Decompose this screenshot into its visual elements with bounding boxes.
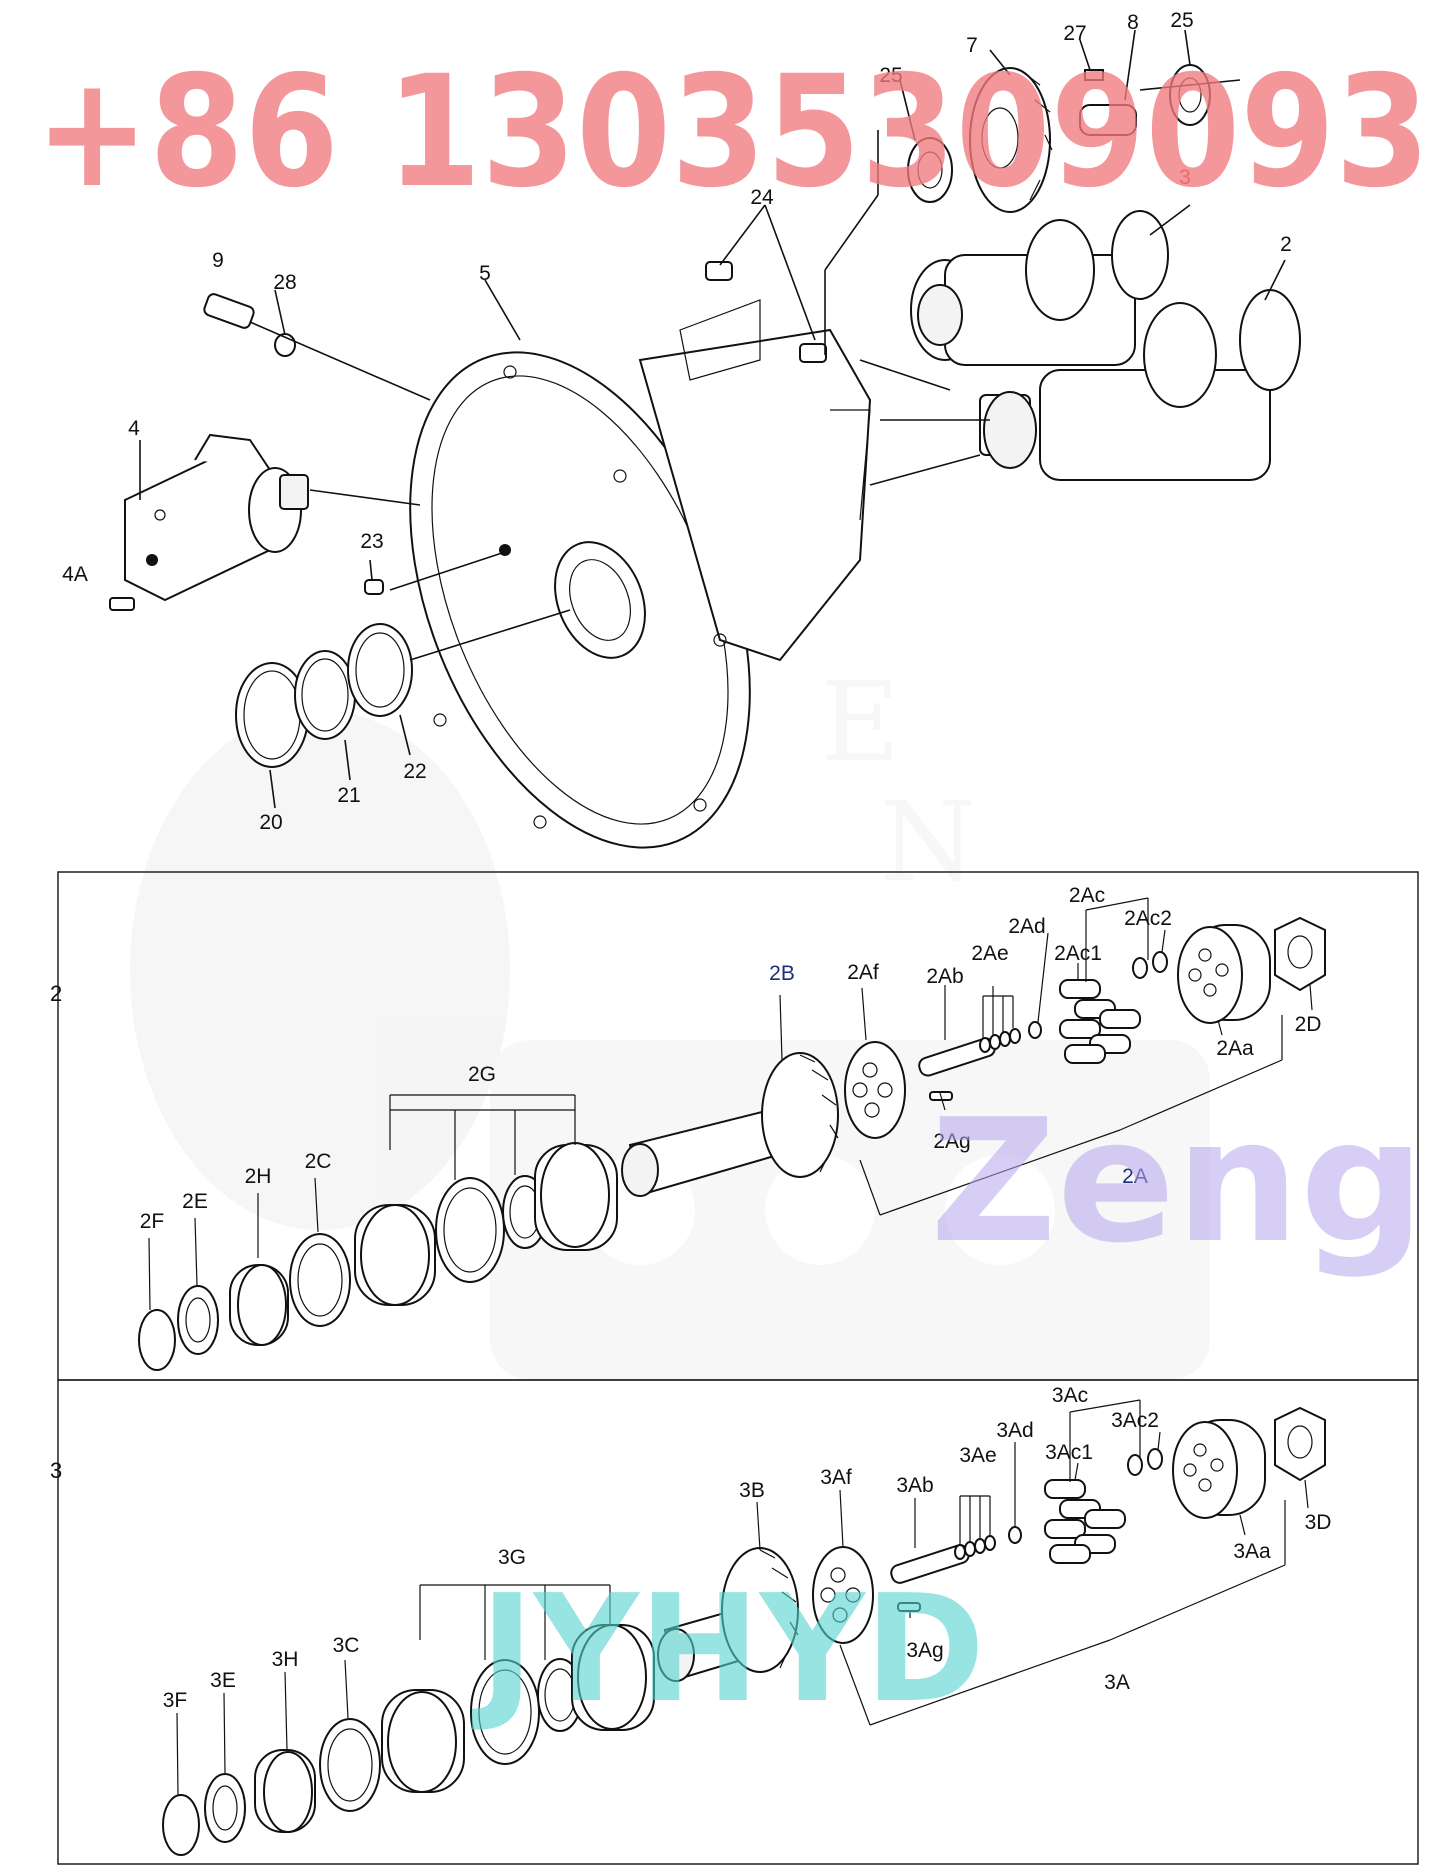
label-21: 21 bbox=[337, 784, 360, 807]
label-3Af: 3Af bbox=[820, 1466, 852, 1489]
label-3H: 3H bbox=[272, 1648, 299, 1671]
upper-leader-lines bbox=[139, 29, 1286, 809]
label-3Ac1: 3Ac1 bbox=[1045, 1441, 1093, 1464]
label-3B: 3B bbox=[739, 1479, 765, 1502]
label-3Ab: 3Ab bbox=[896, 1474, 933, 1497]
section-3-leader-lines bbox=[176, 1399, 1309, 1796]
plug-24a bbox=[705, 261, 733, 281]
phone-watermark: +86 13035309093 bbox=[35, 43, 1430, 222]
section-2-parts bbox=[138, 916, 1326, 1371]
label-25b: 25 bbox=[1170, 9, 1193, 32]
label-2A: 2A bbox=[1122, 1165, 1148, 1188]
label-7: 7 bbox=[966, 34, 978, 57]
bearing-25b bbox=[1169, 64, 1211, 126]
jyhyd-watermark: JYHYD bbox=[471, 1563, 985, 1735]
label-2Ac1: 2Ac1 bbox=[1054, 942, 1102, 965]
svg-text:N: N bbox=[880, 778, 976, 906]
label-2Af: 2Af bbox=[847, 961, 879, 984]
label-3C: 3C bbox=[333, 1634, 360, 1657]
label-2D: 2D bbox=[1295, 1013, 1322, 1036]
label-2Ae: 2Ae bbox=[971, 942, 1008, 965]
bolt-4A bbox=[109, 597, 135, 611]
label-3Ac: 3Ac bbox=[1052, 1384, 1088, 1407]
gear-7 bbox=[969, 67, 1053, 213]
section-2-leader-lines bbox=[148, 897, 1313, 1311]
label-2G: 2G bbox=[468, 1063, 496, 1086]
label-2Ac2: 2Ac2 bbox=[1124, 907, 1172, 930]
housing-part-5 bbox=[409, 299, 872, 849]
label-23: 23 bbox=[360, 530, 383, 553]
section-2-panel: 2 bbox=[50, 871, 1419, 1381]
section-3-panel: 3 bbox=[50, 1379, 1419, 1865]
upper-assembly: 7 27 8 25 25 3 24 2 9 28 5 4 4A 23 20 21… bbox=[62, 9, 1301, 849]
label-2F: 2F bbox=[140, 1210, 165, 1233]
plug-23 bbox=[364, 579, 384, 595]
section-2-number: 2 bbox=[50, 981, 62, 1006]
plug-24b bbox=[799, 343, 827, 363]
label-2E: 2E bbox=[182, 1190, 208, 1213]
bolt-9 bbox=[203, 293, 255, 329]
pump-part-4 bbox=[124, 433, 309, 602]
label-3Ag: 3Ag bbox=[906, 1639, 943, 1662]
label-2: 2 bbox=[1280, 233, 1292, 256]
label-2C: 2C bbox=[305, 1150, 332, 1173]
label-3G: 3G bbox=[498, 1546, 526, 1569]
zeng-watermark: Zeng bbox=[930, 1083, 1425, 1281]
section-3-number: 3 bbox=[50, 1458, 62, 1483]
label-3Ae: 3Ae bbox=[959, 1444, 996, 1467]
label-8: 8 bbox=[1127, 11, 1139, 34]
label-4A: 4A bbox=[62, 563, 88, 586]
label-25a: 25 bbox=[879, 64, 902, 87]
bearing-25a bbox=[907, 137, 953, 203]
ring-22 bbox=[347, 623, 413, 717]
ring-21 bbox=[294, 650, 356, 740]
svg-text:E: E bbox=[820, 658, 900, 786]
label-2Ac: 2Ac bbox=[1069, 884, 1105, 907]
label-3Aa: 3Aa bbox=[1233, 1540, 1271, 1563]
rotary-group-3 bbox=[910, 210, 1169, 366]
label-5: 5 bbox=[479, 262, 491, 285]
label-3E: 3E bbox=[210, 1669, 236, 1692]
key-27 bbox=[1084, 69, 1104, 81]
label-22: 22 bbox=[403, 760, 426, 783]
label-2H: 2H bbox=[245, 1165, 272, 1188]
label-3F: 3F bbox=[163, 1689, 188, 1712]
label-3Ad: 3Ad bbox=[996, 1419, 1033, 1442]
rotary-group-2 bbox=[979, 289, 1301, 481]
label-20: 20 bbox=[259, 811, 282, 834]
label-3D: 3D bbox=[1305, 1511, 1332, 1534]
label-28: 28 bbox=[273, 271, 296, 294]
label-4: 4 bbox=[128, 417, 140, 440]
label-3Ac2: 3Ac2 bbox=[1111, 1409, 1159, 1432]
label-24: 24 bbox=[750, 186, 774, 209]
label-2Ag: 2Ag bbox=[933, 1130, 970, 1153]
label-2Ab: 2Ab bbox=[926, 965, 963, 988]
label-27: 27 bbox=[1063, 22, 1086, 45]
background-logo-ghost: E N bbox=[130, 658, 1210, 1380]
label-3A: 3A bbox=[1104, 1671, 1130, 1694]
label-2Aa: 2Aa bbox=[1216, 1037, 1254, 1060]
section-3-parts bbox=[162, 1406, 1326, 1856]
label-3: 3 bbox=[1179, 166, 1191, 189]
label-2Ad: 2Ad bbox=[1008, 915, 1045, 938]
label-9: 9 bbox=[212, 249, 224, 272]
label-2B: 2B bbox=[769, 962, 795, 985]
shaft-8 bbox=[1079, 104, 1137, 136]
